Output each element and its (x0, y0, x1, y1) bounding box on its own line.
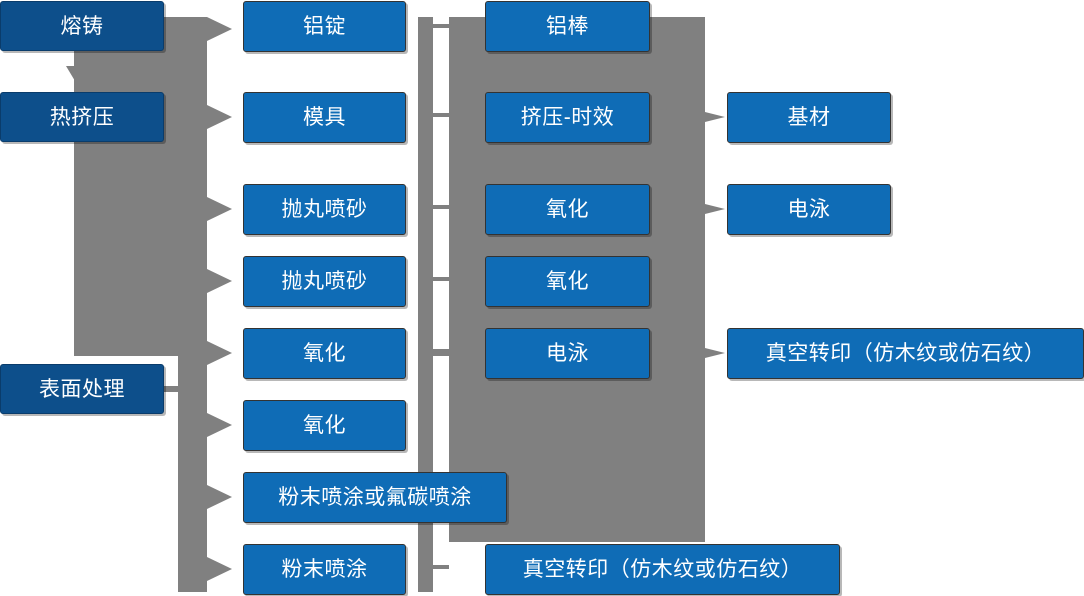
bus-lower-spur (433, 352, 449, 356)
arrowshaft-to-out-2 (697, 207, 715, 211)
process-label: 粉末喷涂 (281, 558, 368, 581)
bus-tick-3 (433, 205, 449, 209)
stage-label: 热挤压 (49, 105, 115, 129)
arrowshaft-to-out-1 (697, 115, 715, 119)
process-node-oxidation-2[interactable]: 氧化 (243, 400, 406, 451)
process-label: 模具 (303, 106, 346, 129)
process-label: 氧化 (303, 342, 346, 365)
material-label: 真空转印（仿木纹或仿石纹） (522, 558, 803, 581)
material-node-oxidation-1[interactable]: 氧化 (485, 184, 650, 235)
arrowshaft-to-out-3 (697, 351, 715, 355)
process-label: 粉末喷涂或氟碳喷涂 (278, 486, 472, 509)
material-node-electrophoresis[interactable]: 电泳 (485, 328, 650, 379)
output-node-electrophoresis[interactable]: 电泳 (727, 184, 891, 235)
arrowhead-to-proc-1 (207, 197, 232, 221)
left-trunk-shape (74, 17, 207, 592)
arrowhead-to-proc-2 (207, 269, 232, 293)
material-label: 氧化 (546, 270, 589, 293)
bus-tick-1 (433, 24, 449, 28)
process-label: 抛丸喷砂 (281, 198, 368, 221)
arrowhead-to-proc-3 (207, 341, 232, 365)
arrow-down-stage1-stage2 (66, 66, 90, 86)
arrowhead-to-proc-0a (207, 17, 232, 41)
bus-tick-2 (433, 113, 449, 117)
material-node-extrusion-aging[interactable]: 挤压-时效 (485, 92, 650, 143)
bus-tick-5 (433, 349, 449, 353)
process-label: 抛丸喷砂 (281, 270, 368, 293)
arrowhead-to-proc-5 (207, 485, 232, 509)
process-node-mold[interactable]: 模具 (243, 92, 406, 143)
process-bus-bar (418, 17, 433, 592)
material-label: 氧化 (546, 198, 589, 221)
stage-label: 熔铸 (60, 14, 104, 38)
output-node-vacuum-transfer-printing[interactable]: 真空转印（仿木纹或仿石纹） (727, 328, 1084, 379)
arrowhead-to-proc-4 (207, 413, 232, 437)
stage-node-melting-casting[interactable]: 熔铸 (0, 1, 164, 51)
stage-label: 表面处理 (39, 377, 125, 401)
material-node-aluminum-bar[interactable]: 铝棒 (485, 1, 650, 52)
connector-stub-surface-treatment (164, 386, 180, 392)
process-node-powder-coating[interactable]: 粉末喷涂 (243, 544, 406, 595)
output-label: 基材 (787, 106, 831, 129)
material-label: 电泳 (546, 342, 589, 365)
output-node-substrate[interactable]: 基材 (727, 92, 891, 143)
output-label: 电泳 (787, 198, 831, 221)
process-label: 铝锭 (303, 15, 346, 38)
process-label: 氧化 (303, 414, 346, 437)
arrowhead-to-proc-6 (207, 557, 232, 581)
arrowhead-to-proc-0b (207, 105, 232, 129)
output-label: 真空转印（仿木纹或仿石纹） (765, 342, 1046, 365)
stage-node-hot-extrusion[interactable]: 热挤压 (0, 92, 164, 142)
material-node-oxidation-2[interactable]: 氧化 (485, 256, 650, 307)
material-label: 铝棒 (546, 15, 589, 38)
material-label: 挤压-时效 (520, 106, 615, 129)
process-node-oxidation-1[interactable]: 氧化 (243, 328, 406, 379)
process-node-aluminum-ingot[interactable]: 铝锭 (243, 1, 406, 52)
bus-tick-6 (433, 565, 449, 569)
stage-node-surface-treatment[interactable]: 表面处理 (0, 364, 164, 414)
material-node-vacuum-transfer-printing[interactable]: 真空转印（仿木纹或仿石纹） (485, 544, 840, 595)
process-node-shot-blasting-2[interactable]: 抛丸喷砂 (243, 256, 406, 307)
bus-tick-4 (433, 277, 449, 281)
process-node-shot-blasting-1[interactable]: 抛丸喷砂 (243, 184, 406, 235)
process-node-powder-or-fluorocarbon-coating[interactable]: 粉末喷涂或氟碳喷涂 (243, 472, 507, 523)
